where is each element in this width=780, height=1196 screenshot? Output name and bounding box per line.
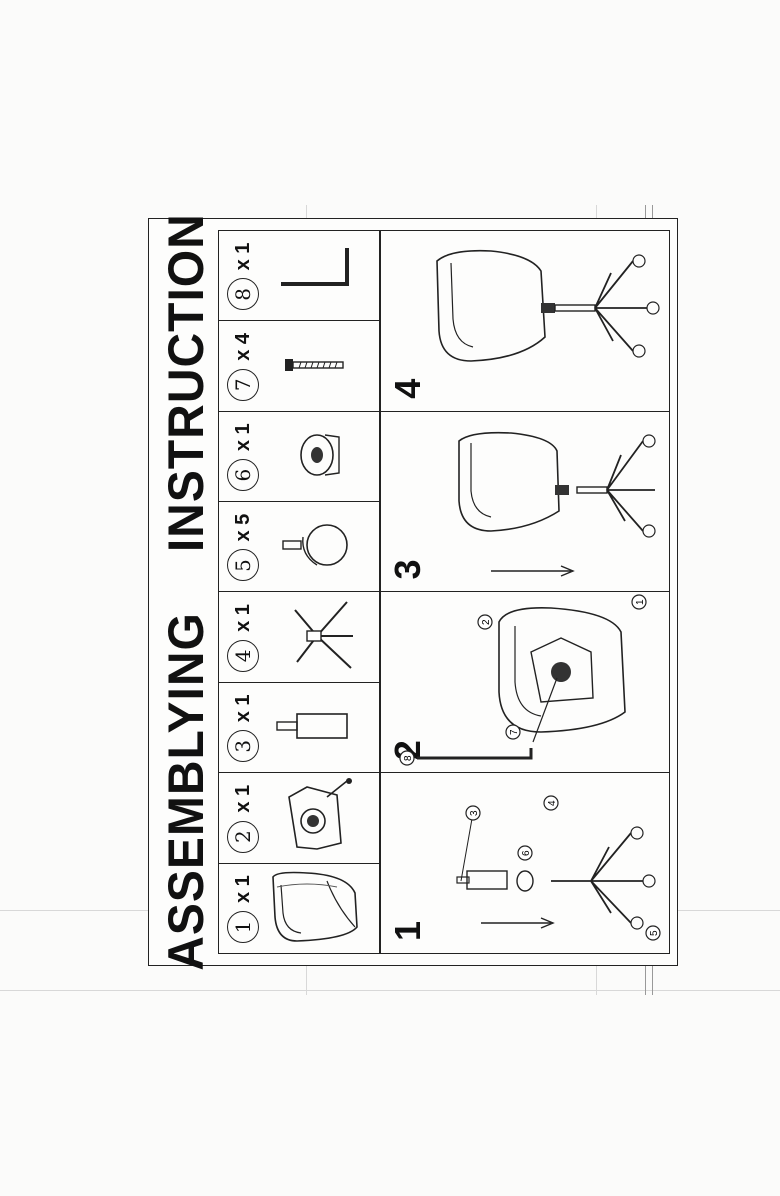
tilt-mechanism-icon <box>288 777 352 850</box>
part-quantity: x 1 <box>231 423 254 452</box>
callout-5: 5 <box>649 930 660 936</box>
callout-2: 2 <box>481 619 492 625</box>
assembly-steps: 1 3 6 4 5 2 <box>380 230 670 954</box>
step-4: 4 <box>381 231 669 411</box>
part-number: 6 <box>227 459 259 492</box>
part-number: 1 <box>227 911 259 943</box>
part-quantity: x 1 <box>231 875 254 903</box>
caster-wheel-icon <box>282 524 348 567</box>
instruction-sheet: ASSEMBLYING INSTRUCTION 1 x 1 2 x 1 <box>148 213 678 971</box>
part-quantity: x 5 <box>231 513 254 542</box>
page-title: ASSEMBLYING INSTRUCTION <box>152 213 219 971</box>
part-item-6: 6 x 1 <box>219 410 379 502</box>
part-quantity: x 1 <box>231 784 254 813</box>
allen-key-icon <box>281 248 349 287</box>
part-number: 2 <box>227 820 259 853</box>
part-item-2: 2 x 1 <box>219 772 379 863</box>
part-item-4: 4 x 1 <box>219 591 379 682</box>
part-item-8: 8 x 1 <box>219 231 379 320</box>
callout-3: 3 <box>469 810 480 816</box>
title-part1: ASSEMBLYING <box>158 612 214 971</box>
title-part2: INSTRUCTION <box>158 213 214 553</box>
step-3-illustration <box>458 432 656 578</box>
parts-list: 1 x 1 2 x 1 <box>218 230 380 954</box>
part-quantity: x 1 <box>231 604 254 632</box>
screw-icon <box>285 358 344 371</box>
step-2-illustration: 8 7 1 2 <box>399 594 647 766</box>
scan-line <box>0 990 780 991</box>
part-quantity: x 1 <box>231 242 254 271</box>
seat-shell-icon <box>272 871 358 942</box>
callout-1: 1 <box>635 599 646 605</box>
part-quantity: x 1 <box>231 694 254 723</box>
part-number: 5 <box>227 549 259 582</box>
cylinder-cover-icon <box>300 434 340 476</box>
part-number: 3 <box>227 730 259 763</box>
part-quantity: x 4 <box>231 332 254 361</box>
step-4-illustration <box>436 249 660 362</box>
part-item-7: 7 x 4 <box>219 320 379 411</box>
gas-cylinder-icon <box>276 713 348 740</box>
part-item-3: 3 x 1 <box>219 681 379 773</box>
step-1-illustration: 3 6 4 5 <box>456 795 661 941</box>
part-item-1: 1 x 1 <box>219 862 379 953</box>
step-3: 3 <box>381 410 669 592</box>
part-item-5: 5 x 5 <box>219 501 379 592</box>
callout-4: 4 <box>547 800 558 806</box>
star-base-icon <box>294 601 353 669</box>
step-2: 2 8 7 1 2 <box>381 591 669 773</box>
callout-8: 8 <box>403 755 414 761</box>
part-number: 4 <box>227 639 259 672</box>
part-number: 8 <box>227 278 259 311</box>
callout-6: 6 <box>521 850 532 856</box>
part-number: 7 <box>227 368 259 401</box>
step-1: 1 3 6 4 5 <box>381 772 669 953</box>
callout-7: 7 <box>509 729 520 735</box>
